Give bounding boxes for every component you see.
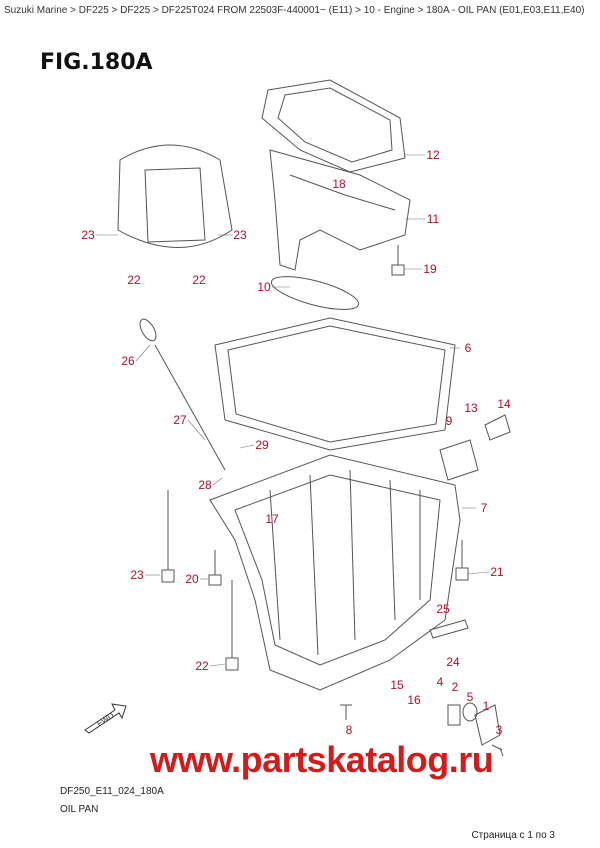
callout-10[interactable]: 10 (257, 280, 271, 294)
callout-19[interactable]: 19 (423, 262, 437, 276)
callout-26[interactable]: 26 (121, 354, 135, 368)
figure-title: FIG.180A (40, 50, 153, 75)
callout-7[interactable]: 7 (480, 501, 488, 515)
bolt-3 (491, 744, 504, 757)
callout-23[interactable]: 23 (81, 228, 95, 242)
callout-3[interactable]: 3 (495, 723, 503, 737)
callout-11[interactable]: 11 (426, 212, 440, 226)
oil-pan-7 (209, 454, 461, 691)
diagram-name: OIL PAN (60, 804, 99, 815)
callout-22[interactable]: 22 (127, 273, 141, 287)
bracket-25 (429, 619, 469, 639)
o-ring-10 (270, 276, 360, 310)
callout-14[interactable]: 14 (497, 397, 511, 411)
callout-23[interactable]: 23 (233, 228, 247, 242)
watermark: www.partskatalog.ru (150, 739, 494, 780)
callout-2[interactable]: 2 (451, 680, 459, 694)
gasket-12 (261, 79, 406, 173)
callout-15[interactable]: 15 (390, 678, 404, 692)
callout-20[interactable]: 20 (185, 572, 199, 586)
bolt-8 (340, 704, 352, 720)
page-indicator: Страница с 1 по 3 (471, 830, 555, 841)
sensor-14 (484, 414, 511, 441)
strainer-11 (269, 149, 411, 271)
bolt-19 (391, 245, 405, 276)
bolt-23 (161, 490, 175, 583)
fwd-arrow-icon: FWD (84, 703, 127, 734)
callout-22[interactable]: 22 (192, 273, 206, 287)
washer-5 (462, 702, 478, 722)
callout-4[interactable]: 4 (436, 675, 444, 689)
diagram-code: DF250_E11_024_180A (60, 786, 164, 797)
callout-22[interactable]: 22 (195, 659, 209, 673)
bracket-9 (439, 439, 479, 481)
callout-6[interactable]: 6 (464, 341, 472, 355)
dipstick-27 (154, 344, 226, 471)
bracket-1 (474, 704, 501, 746)
callout-24[interactable]: 24 (446, 655, 460, 669)
callout-25[interactable]: 25 (436, 602, 450, 616)
callout-17[interactable]: 17 (265, 512, 279, 526)
breadcrumb[interactable]: Suzuki Marine > DF225 > DF225 > DF225T02… (4, 5, 585, 16)
callout-12[interactable]: 12 (426, 148, 440, 162)
bolt-22 (225, 580, 239, 671)
callout-29[interactable]: 29 (255, 438, 269, 452)
callout-16[interactable]: 16 (407, 693, 421, 707)
plate-23 (117, 144, 233, 248)
callout-13[interactable]: 13 (464, 401, 478, 415)
bolt-20 (208, 550, 222, 586)
callout-23[interactable]: 23 (130, 568, 144, 582)
plug-2 (447, 704, 461, 726)
callout-9[interactable]: 9 (445, 414, 453, 428)
callout-21[interactable]: 21 (490, 565, 504, 579)
gasket-6 (214, 317, 456, 451)
callout-18[interactable]: 18 (332, 177, 346, 191)
callout-5[interactable]: 5 (466, 690, 474, 704)
bolt-21 (455, 540, 469, 581)
callout-27[interactable]: 27 (173, 413, 187, 427)
callout-1[interactable]: 1 (482, 699, 490, 713)
callout-8[interactable]: 8 (345, 723, 353, 737)
callout-28[interactable]: 28 (198, 478, 212, 492)
dipstick-handle-26 (139, 318, 157, 342)
